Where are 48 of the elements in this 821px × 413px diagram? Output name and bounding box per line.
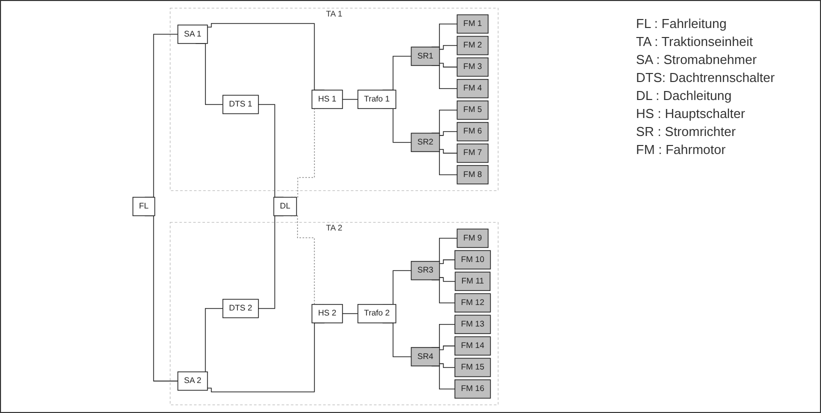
connector bbox=[439, 363, 456, 368]
node-box: FM 7 bbox=[456, 144, 489, 163]
connector bbox=[439, 45, 458, 50]
connector bbox=[439, 259, 456, 264]
connector bbox=[342, 313, 358, 314]
node-box: Trafo 2 bbox=[357, 304, 396, 324]
node-box: DTS 1 bbox=[222, 94, 259, 114]
node-box: DTS 2 bbox=[222, 298, 259, 318]
abbreviation-note: FM : Fahrmotor bbox=[636, 141, 727, 159]
node-box: HS 2 bbox=[312, 304, 343, 324]
node-box: DL bbox=[273, 196, 297, 216]
connector bbox=[439, 149, 458, 154]
node-box: FM 9 bbox=[456, 228, 489, 248]
node-box: FM 12 bbox=[454, 293, 491, 312]
abbreviation-note: DL : Dachleitung bbox=[636, 87, 733, 105]
connector bbox=[342, 98, 358, 100]
node-box: Trafo 1 bbox=[357, 90, 396, 109]
node-box: SR2 bbox=[410, 132, 440, 152]
node-box: SR1 bbox=[410, 46, 440, 66]
node-box: SR4 bbox=[410, 347, 440, 366]
node-box: FM 10 bbox=[454, 250, 491, 270]
abbreviation-note: SR : Stromrichter bbox=[636, 123, 737, 141]
node-box: SR3 bbox=[410, 260, 440, 280]
connector bbox=[439, 277, 456, 282]
node-box: FM 4 bbox=[456, 78, 489, 98]
node-box: FM 6 bbox=[456, 122, 489, 142]
node-box: FM 2 bbox=[456, 36, 489, 56]
node-box: FL bbox=[132, 196, 156, 216]
abbreviation-note: FL : Fahrleitung bbox=[636, 15, 728, 33]
node-box: FM 1 bbox=[456, 14, 489, 34]
node-box: FM 14 bbox=[454, 336, 491, 356]
abbreviation-note: TA : Traktionseinheit bbox=[636, 33, 754, 51]
node-box: SA 2 bbox=[177, 371, 208, 391]
node-box: HS 1 bbox=[312, 90, 343, 109]
node-box: FM 15 bbox=[454, 358, 491, 378]
node-box: FM 11 bbox=[454, 272, 490, 291]
node-box: FM 13 bbox=[454, 314, 491, 334]
node-box: FM 5 bbox=[456, 100, 489, 120]
abbreviation-note: SA : Stromabnehmer bbox=[636, 51, 758, 69]
node-box: FM 16 bbox=[454, 379, 491, 399]
node-box: FM 3 bbox=[456, 57, 489, 77]
connector bbox=[439, 62, 458, 68]
abbreviation-note: DTS: Dachtrennschalter bbox=[636, 69, 776, 87]
node-box: SA 1 bbox=[177, 24, 208, 44]
connector bbox=[439, 131, 458, 136]
abbreviation-note: HS : Hauptschalter bbox=[636, 105, 746, 123]
connector bbox=[439, 346, 456, 350]
node-box: FM 8 bbox=[456, 165, 489, 184]
